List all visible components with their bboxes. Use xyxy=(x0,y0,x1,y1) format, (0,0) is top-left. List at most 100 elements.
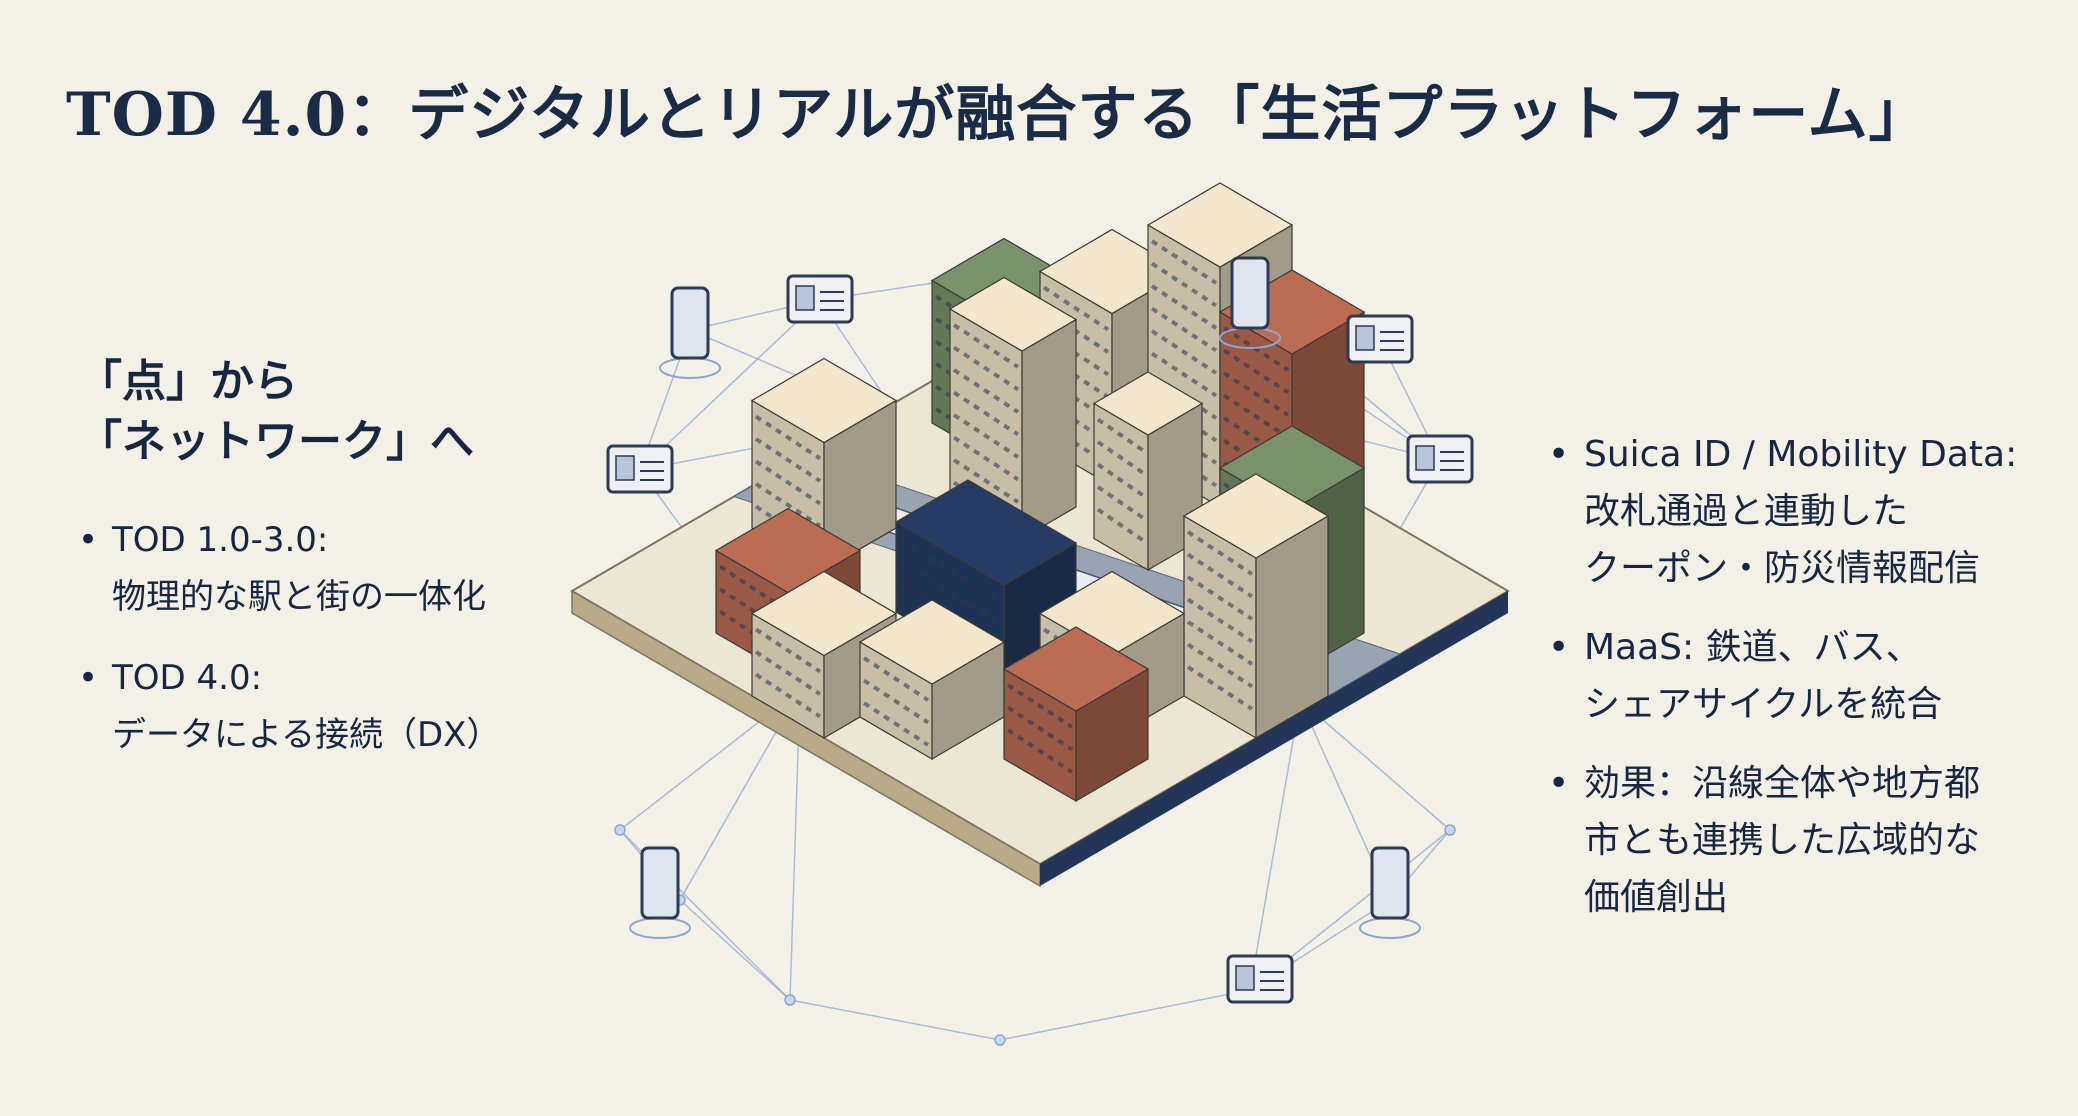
window-row xyxy=(1096,417,1146,453)
building xyxy=(948,276,1078,540)
ground-side xyxy=(1040,591,1508,886)
bullet: • xyxy=(78,520,99,560)
window-row xyxy=(1222,371,1290,417)
window-row xyxy=(1006,728,1074,774)
id-card-icon xyxy=(1406,434,1474,484)
window-row xyxy=(1150,306,1218,353)
smartphone-icon xyxy=(659,286,721,379)
network-node xyxy=(1444,824,1456,836)
network-line xyxy=(639,299,821,471)
phone-body xyxy=(670,286,710,360)
window-row xyxy=(1150,351,1218,398)
window-row xyxy=(952,345,1020,392)
network-line xyxy=(999,989,1251,1041)
window-row xyxy=(1150,329,1218,375)
bullet-text: MaaS: 鉄道、バス、 xyxy=(1584,627,1922,668)
list-item: • 効果：沿線全体や地方都 市とも連携した広域的な 価値創出 xyxy=(1548,755,2068,926)
node-ring xyxy=(659,357,721,379)
window-row xyxy=(1096,485,1146,521)
building xyxy=(1002,626,1150,803)
window-row xyxy=(1186,620,1254,666)
window-row xyxy=(1096,440,1146,476)
bullet-text: Suica ID / Mobility Data: xyxy=(1584,434,2018,475)
window-row xyxy=(898,536,1002,603)
bullet: • xyxy=(1548,627,1570,668)
network-node xyxy=(784,994,796,1006)
bullet-text: シェアサイクルを統合 xyxy=(1584,684,1943,725)
window-row xyxy=(952,435,1020,482)
network-line xyxy=(1249,699,1301,991)
network-line xyxy=(679,899,791,1001)
building-roof xyxy=(894,479,1078,586)
card-photo xyxy=(1235,965,1255,991)
id-card-icon xyxy=(606,444,674,494)
phone-body xyxy=(1230,256,1270,330)
smartphone-icon xyxy=(1359,846,1421,939)
window-row xyxy=(862,701,930,747)
bullet-text: データによる接続（DX） xyxy=(112,715,501,755)
window-row xyxy=(1222,348,1290,395)
network-line xyxy=(789,999,1001,1041)
window-row xyxy=(1150,284,1218,330)
window-row xyxy=(952,390,1020,437)
building-roof xyxy=(948,276,1078,352)
building-roof xyxy=(1146,182,1294,268)
list-item: • MaaS: 鉄道、バス、 シェアサイクルを統合 xyxy=(1548,619,2068,733)
building-roof xyxy=(750,357,898,444)
page-title: TOD 4.0：デジタルとリアルが融合する「生活プラットフォーム」 xyxy=(66,80,1930,150)
card-photo xyxy=(1355,325,1375,351)
window-row xyxy=(862,678,930,725)
window-row xyxy=(1042,285,1110,332)
section-heading: 「点」から 「ネットワーク」へ xyxy=(78,352,558,472)
window-row xyxy=(754,414,822,461)
building-roof xyxy=(1002,626,1150,712)
window-row xyxy=(952,458,1020,504)
window-row xyxy=(1186,575,1254,621)
bullet-text: 市とも連携した広域的な xyxy=(1584,820,1981,861)
window-row xyxy=(1186,552,1254,599)
window-row xyxy=(1186,665,1254,711)
window-row xyxy=(1222,326,1290,372)
window-row xyxy=(952,413,1020,459)
bullet-label: TOD 1.0-3.0: xyxy=(112,520,329,560)
list-item: • Suica ID / Mobility Data: 改札通過と連動した クー… xyxy=(1548,426,2068,597)
window-row xyxy=(754,650,822,696)
card-photo xyxy=(615,455,635,481)
phone-body xyxy=(640,846,680,920)
bullet-text: 改札通過と連動した xyxy=(1584,491,1909,532)
window-row xyxy=(1096,507,1146,543)
window-row xyxy=(1186,597,1254,644)
smartphone-icon xyxy=(1219,256,1281,349)
id-card-icon xyxy=(786,274,854,324)
window-row xyxy=(1150,261,1218,308)
window-row xyxy=(952,323,1020,369)
building xyxy=(1182,473,1330,740)
bullet-text: 価値創出 xyxy=(1584,877,1729,918)
window-row xyxy=(1006,705,1074,752)
right-bullet-list: • Suica ID / Mobility Data: 改札通過と連動した クー… xyxy=(1548,426,2068,926)
network-node xyxy=(994,1034,1006,1046)
window-row xyxy=(754,459,822,506)
id-card-icon xyxy=(1226,954,1294,1004)
card-photo xyxy=(795,285,815,311)
window-row xyxy=(898,558,1002,626)
window-row xyxy=(754,482,822,528)
bullet-text: クーポン・防災情報配信 xyxy=(1584,548,1981,589)
bullet-label: TOD 4.0: xyxy=(112,658,263,698)
bullet-text: 効果：沿線全体や地方都 xyxy=(1584,763,1981,804)
heading-line: 「点」から xyxy=(78,356,298,407)
id-card-icon xyxy=(1346,314,1414,364)
bullet: • xyxy=(78,658,99,698)
network-line xyxy=(1299,699,1451,831)
building xyxy=(858,599,1006,761)
phone-body xyxy=(1370,846,1410,920)
window-row xyxy=(1096,462,1146,498)
list-item: • TOD 4.0: データによる接続（DX） xyxy=(78,650,558,764)
bullet-text: 物理的な駅と街の一体化 xyxy=(112,577,486,617)
bullet: • xyxy=(1548,434,1570,475)
list-item: • TOD 1.0-3.0: 物理的な駅と街の一体化 xyxy=(78,512,558,626)
building-roof xyxy=(1182,473,1330,559)
window-row xyxy=(952,368,1020,414)
window-row xyxy=(862,656,930,702)
